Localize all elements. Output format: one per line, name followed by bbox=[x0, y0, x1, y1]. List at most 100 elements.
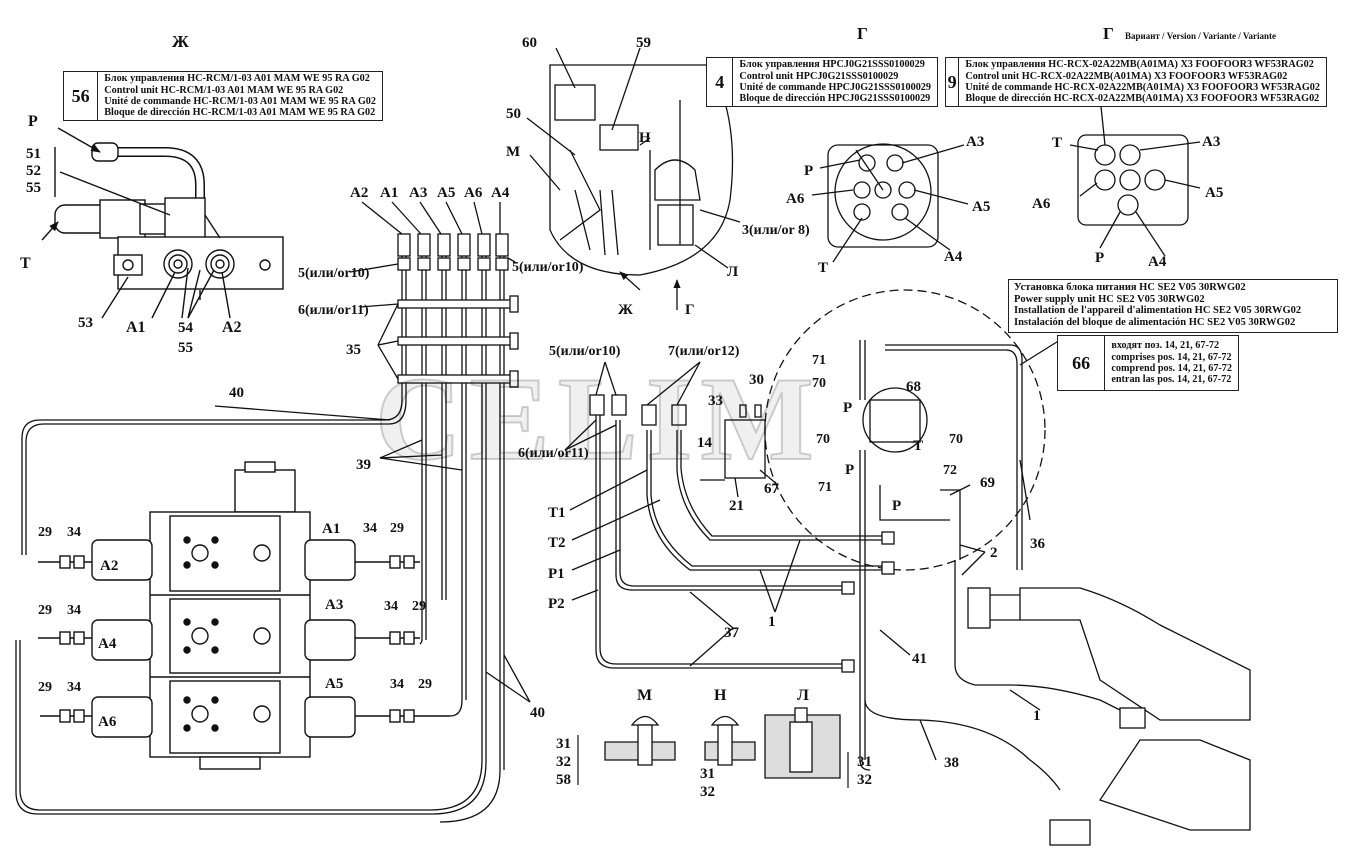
info-box-66: 66 входят поз. 14, 21, 67-72 comprises p… bbox=[1057, 335, 1239, 391]
cylinder-drawing bbox=[967, 587, 1251, 846]
label-g2-t: T bbox=[1052, 135, 1062, 151]
info-box-56: 56 Блок управления HC-RCM/1-03 A01 MAM W… bbox=[63, 71, 383, 121]
label-t: T bbox=[20, 255, 31, 272]
label-g2-a5: A5 bbox=[1205, 185, 1223, 201]
label-h: H bbox=[639, 130, 651, 146]
label-p1: P1 bbox=[548, 566, 565, 582]
label-g-t: T bbox=[818, 260, 828, 276]
label-top-a6: A6 bbox=[464, 185, 483, 201]
label-rp3: P bbox=[892, 498, 901, 514]
label-d32a: 32 bbox=[556, 754, 571, 770]
info-box-56-line: Control unit HC-RCM/1-03 A01 MAM WE 95 R… bbox=[104, 84, 344, 96]
info-box-9-line: Bloque de dirección HC-RCX-02A22MB(A01MA… bbox=[965, 93, 1320, 105]
info-box-4-number: 4 bbox=[707, 58, 734, 106]
label-valve-a4: A4 bbox=[98, 636, 117, 652]
label-a1: A1 bbox=[126, 319, 146, 336]
label-top-a5: A5 bbox=[437, 185, 455, 201]
info-box-56-number: 56 bbox=[64, 72, 99, 120]
view-variant-note: Вариант / Version / Variante / Variante bbox=[1125, 31, 1276, 41]
label-40b: 40 bbox=[530, 705, 545, 721]
info-box-9-line: Unité de commande HC-RCX-02A22MB(A01MA) … bbox=[965, 82, 1320, 93]
label-38: 38 bbox=[944, 755, 959, 771]
label-p2: P2 bbox=[548, 596, 565, 612]
label-g-a6: A6 bbox=[786, 191, 805, 207]
info-box-4-line: Control unit HPCJ0G21SSS0100029 bbox=[739, 70, 899, 82]
label-29a: 29 bbox=[38, 525, 52, 540]
label-29f: 29 bbox=[418, 677, 432, 692]
label-g2-a3: A3 bbox=[1202, 134, 1220, 150]
label-51: 51 bbox=[26, 146, 41, 162]
label-detail-h: H bbox=[714, 687, 727, 704]
label-d31a: 31 bbox=[556, 736, 571, 752]
label-d58: 58 bbox=[556, 772, 571, 788]
label-3: 3(или/or 8) bbox=[742, 223, 810, 238]
info-box-9-line: Блок управления HC-RCX-02A22MB(A01MA) X3… bbox=[965, 59, 1314, 71]
label-top-a2: A2 bbox=[350, 185, 368, 201]
control-unit-zh-drawing bbox=[41, 127, 284, 319]
label-55b: 55 bbox=[178, 340, 193, 356]
label-rt: T bbox=[913, 438, 923, 454]
label-30: 30 bbox=[749, 372, 764, 388]
label-g-a3: A3 bbox=[966, 134, 984, 150]
label-71b: 71 bbox=[818, 480, 832, 495]
label-g2-a6: A6 bbox=[1032, 196, 1051, 212]
label-c7: 7(или/or12) bbox=[668, 344, 740, 359]
label-valve-a5: A5 bbox=[325, 676, 343, 692]
label-a2: A2 bbox=[222, 319, 242, 336]
info-box-66-line: entran las pos. 14, 21, 67-72 bbox=[1111, 374, 1232, 386]
label-rp1: P bbox=[843, 400, 852, 416]
view-g-variant-drawing bbox=[1069, 96, 1201, 257]
view-g-block-drawing bbox=[811, 143, 969, 263]
label-1b: 1 bbox=[1033, 708, 1041, 724]
label-39: 39 bbox=[356, 457, 371, 473]
info-box-9-number: 9 bbox=[946, 58, 960, 106]
label-g2-a4: A4 bbox=[1148, 254, 1167, 270]
label-6a: 6(или/or11) bbox=[298, 303, 369, 318]
info-box-66-line: comprises pos. 14, 21, 67-72 bbox=[1111, 351, 1232, 363]
power-supply-note-line: Installation de l'appareil d'alimentatio… bbox=[1014, 305, 1302, 316]
info-box-4-line: Unité de commande HPCJ0G21SSS0100029 bbox=[739, 82, 931, 93]
info-box-66-line: comprend pos. 14, 21, 67-72 bbox=[1111, 363, 1232, 374]
label-40: 40 bbox=[229, 385, 244, 401]
center-hoses-drawing bbox=[564, 361, 895, 673]
label-55: 55 bbox=[26, 180, 41, 196]
label-d32c: 32 bbox=[857, 772, 872, 788]
label-70b: 70 bbox=[816, 432, 830, 447]
info-box-9-line: Control unit HC-RCX-02A22MB(A01MA) X3 FO… bbox=[965, 70, 1288, 82]
label-71a: 71 bbox=[812, 353, 826, 368]
info-box-4: 4 Блок управления HPCJ0G21SSS0100029 Con… bbox=[706, 57, 938, 107]
label-67: 67 bbox=[764, 481, 780, 497]
label-zh2: Ж bbox=[618, 302, 633, 318]
label-valve-a3: A3 bbox=[325, 597, 343, 613]
hose-bundle-drawing bbox=[15, 201, 531, 823]
power-supply-note-line: Установка блока питания HC SE2 V05 30RWG… bbox=[1014, 282, 1246, 293]
view-title-zh: Ж bbox=[172, 32, 189, 51]
label-p: P bbox=[28, 113, 38, 130]
label-rp2: P bbox=[845, 462, 854, 478]
label-g-a4: A4 bbox=[944, 249, 963, 265]
label-52: 52 bbox=[26, 163, 41, 179]
label-valve-a1: A1 bbox=[322, 521, 340, 537]
label-53: 53 bbox=[78, 315, 93, 331]
label-5b: 5(или/or10) bbox=[512, 260, 584, 275]
info-box-56-line: Unité de commande HC-RCM/1-03 A01 MAM WE… bbox=[104, 96, 376, 107]
label-36: 36 bbox=[1030, 536, 1046, 552]
watermark: CELIM bbox=[374, 351, 822, 486]
label-2: 2 bbox=[990, 545, 998, 561]
info-box-56-line: Bloque de dirección HC-RCM/1-03 A01 MAM … bbox=[104, 107, 376, 119]
info-box-4-line: Блок управления HPCJ0G21SSS0100029 bbox=[739, 59, 925, 71]
view-title-g-variant: Г bbox=[1103, 24, 1114, 43]
label-g2-p: P bbox=[1095, 250, 1104, 266]
label-54: 54 bbox=[178, 320, 194, 336]
label-detail-m: M bbox=[637, 687, 652, 704]
power-supply-note: Установка блока питания HC SE2 V05 30RWG… bbox=[1008, 279, 1338, 333]
label-60: 60 bbox=[522, 35, 537, 51]
label-34c: 34 bbox=[67, 680, 81, 695]
info-box-4-line: Bloque de dirección HPCJ0G21SSS0100029 bbox=[739, 93, 931, 105]
label-d32b: 32 bbox=[700, 784, 715, 800]
label-68: 68 bbox=[906, 379, 921, 395]
label-valve-a2: A2 bbox=[100, 558, 118, 574]
label-t2: T2 bbox=[548, 535, 566, 551]
label-34b: 34 bbox=[67, 603, 81, 618]
